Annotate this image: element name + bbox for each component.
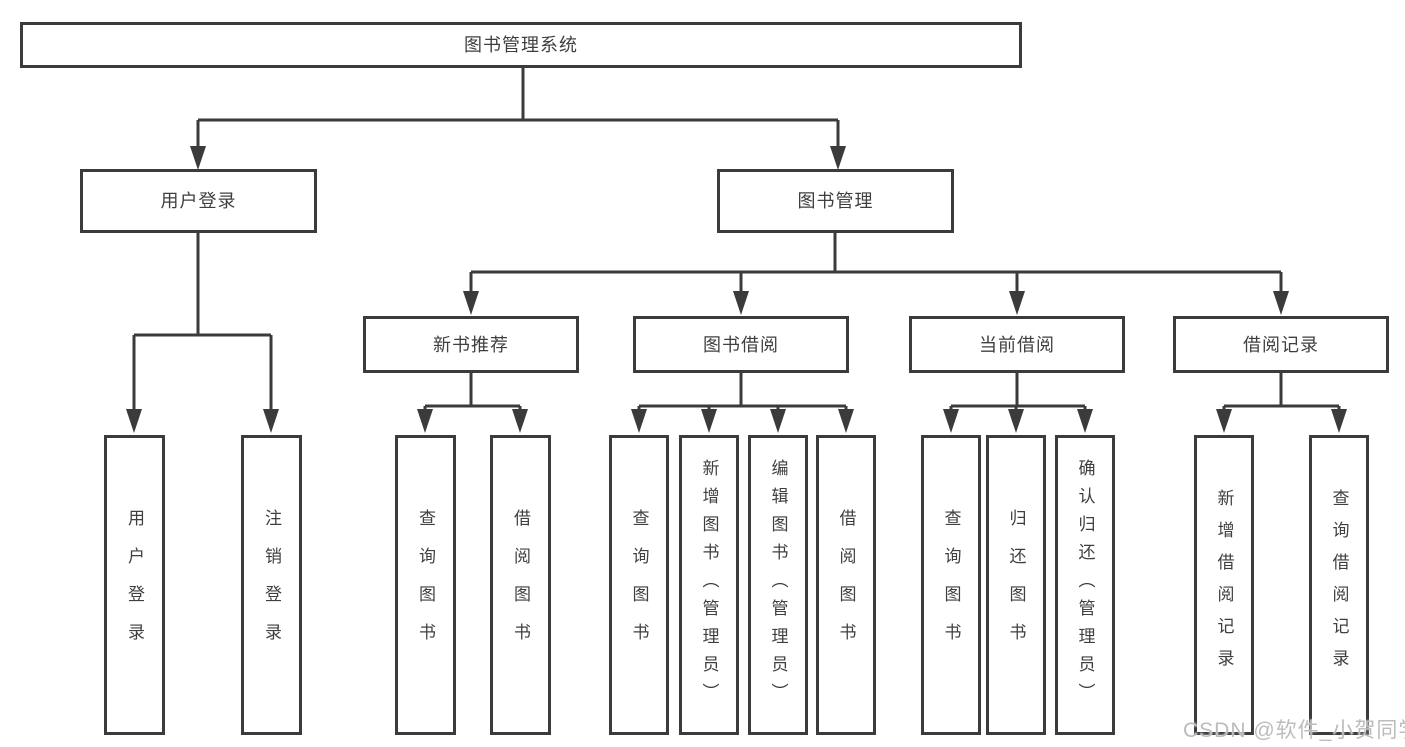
leaf-logout: 注销登录 (241, 435, 302, 735)
arrowheads (126, 146, 1347, 433)
leaf-return-books: 归还图书 (986, 435, 1046, 735)
leaf-query-books-borrow: 查询图书 (609, 435, 669, 735)
node-root-system: 图书管理系统 (20, 22, 1022, 68)
leaf-add-borrow-record: 新增借阅记录 (1194, 435, 1254, 735)
node-current-borrowing: 当前借阅 (909, 316, 1125, 373)
leaf-borrow-books: 借阅图书 (816, 435, 876, 735)
leaf-edit-books-admin: 编辑图书（管理员） (748, 435, 808, 735)
leaf-query-borrow-record: 查询借阅记录 (1309, 435, 1369, 735)
leaf-query-books-current: 查询图书 (921, 435, 981, 735)
node-book-borrowing: 图书借阅 (633, 316, 849, 373)
node-book-management: 图书管理 (717, 169, 954, 233)
leaf-borrow-books-recommend: 借阅图书 (490, 435, 551, 735)
node-user-login: 用户登录 (80, 169, 317, 233)
node-borrowing-records: 借阅记录 (1173, 316, 1389, 373)
csdn-watermark: CSDN @软件_小贺同学 (1183, 719, 1405, 742)
leaf-user-login: 用户登录 (104, 435, 165, 735)
node-new-book-recommend: 新书推荐 (363, 316, 579, 373)
leaf-confirm-return-admin: 确认归还（管理员） (1055, 435, 1115, 735)
leaf-query-books-recommend: 查询图书 (395, 435, 456, 735)
leaf-add-books-admin: 新增图书（管理员） (679, 435, 739, 735)
